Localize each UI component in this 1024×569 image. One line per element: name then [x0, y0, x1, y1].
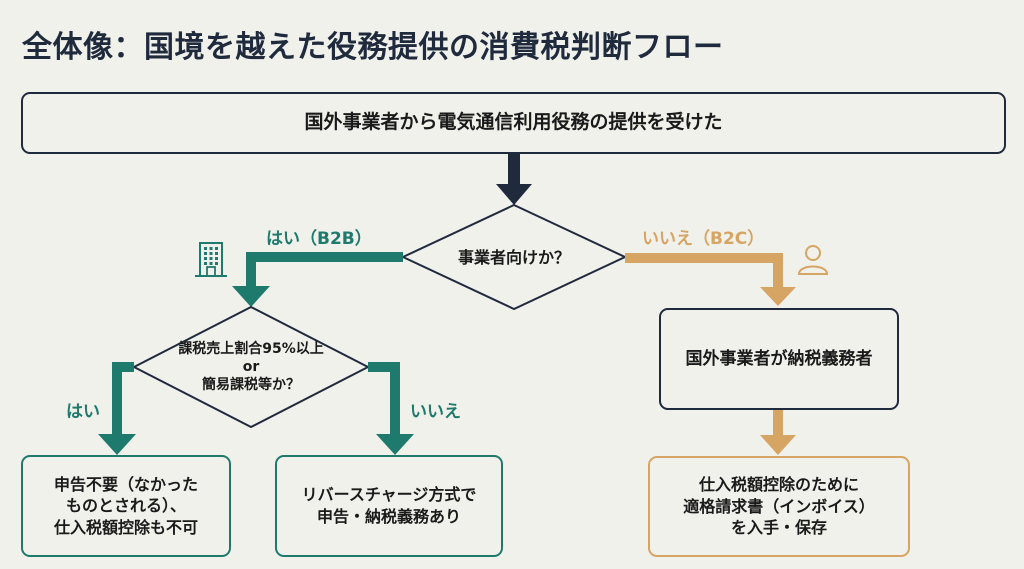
arrow-no [368, 362, 414, 455]
result-no-filing-node: 申告不要（なかった ものとされる）、 仕入税額控除も不可 [21, 455, 231, 557]
b2c-invoice-node: 仕入税額控除のために 適格請求書（インボイス） を入手・保存 [648, 456, 910, 557]
decision-ratio-text: 課税売上割合95%以上 or 簡易課税等か？ [178, 341, 324, 394]
result-reverse-charge-node: リバースチャージ方式で 申告・納税義務あり [275, 455, 503, 557]
label-yes: はい [66, 402, 100, 422]
b2c-taxpayer-node: 国外事業者が納税義務者 [659, 308, 899, 410]
start-node: 国外事業者から電気通信利用役務の提供を受けた [21, 92, 1006, 154]
arrow-no-b2c [625, 253, 796, 306]
arrow-yes [98, 362, 136, 455]
arrow-start-to-decision [496, 154, 532, 205]
building-icon [195, 242, 227, 277]
arrow-b2c-to-invoice [760, 410, 796, 455]
page-title: 全体像：国境を越えた役務提供の消費税判断フロー [22, 30, 724, 65]
arrow-yes-b2b [232, 252, 403, 307]
decision-ratio-diamond [131, 305, 371, 429]
person-icon [797, 245, 829, 275]
decision-business-text: 事業者向けか？ [457, 248, 570, 267]
label-yes-b2b: はい（B2B） [266, 229, 372, 249]
label-no: いいえ [410, 402, 461, 422]
label-no-b2c: いいえ（B2C） [642, 229, 765, 249]
decision-business-diamond [400, 203, 628, 311]
